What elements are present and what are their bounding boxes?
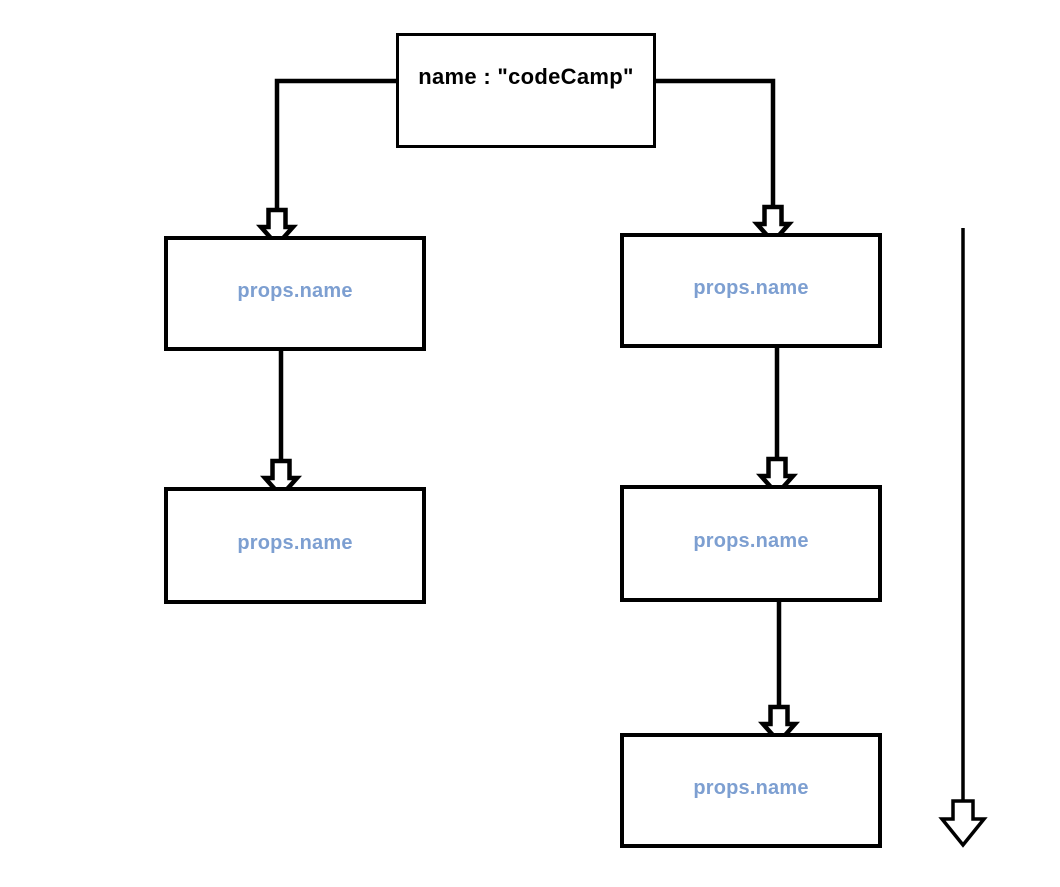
node-right-3-label: props.name (693, 777, 809, 799)
connector-right-1-to-right-2 (755, 348, 799, 498)
node-right-3[interactable]: props.name (620, 733, 882, 848)
connector-root-to-left-1 (255, 78, 396, 249)
node-right-1[interactable]: props.name (620, 233, 882, 348)
connector-right-2-to-right-3 (757, 602, 801, 746)
node-root[interactable]: name : "codeCamp" (396, 33, 656, 148)
node-root-label: name : "codeCamp" (418, 63, 634, 89)
arrowhead-depth-indicator (938, 799, 988, 848)
depth-indicator-arrow (938, 228, 988, 848)
node-left-2-label: props.name (237, 532, 353, 554)
node-left-2[interactable]: props.name (164, 487, 426, 604)
connector-root-to-right-1 (656, 78, 795, 246)
node-right-2[interactable]: props.name (620, 485, 882, 602)
node-right-2-label: props.name (693, 530, 809, 552)
connector-left-1-to-left-2 (259, 351, 303, 500)
node-left-1-label: props.name (237, 280, 353, 302)
node-right-1-label: props.name (693, 277, 809, 299)
node-left-1[interactable]: props.name (164, 236, 426, 351)
